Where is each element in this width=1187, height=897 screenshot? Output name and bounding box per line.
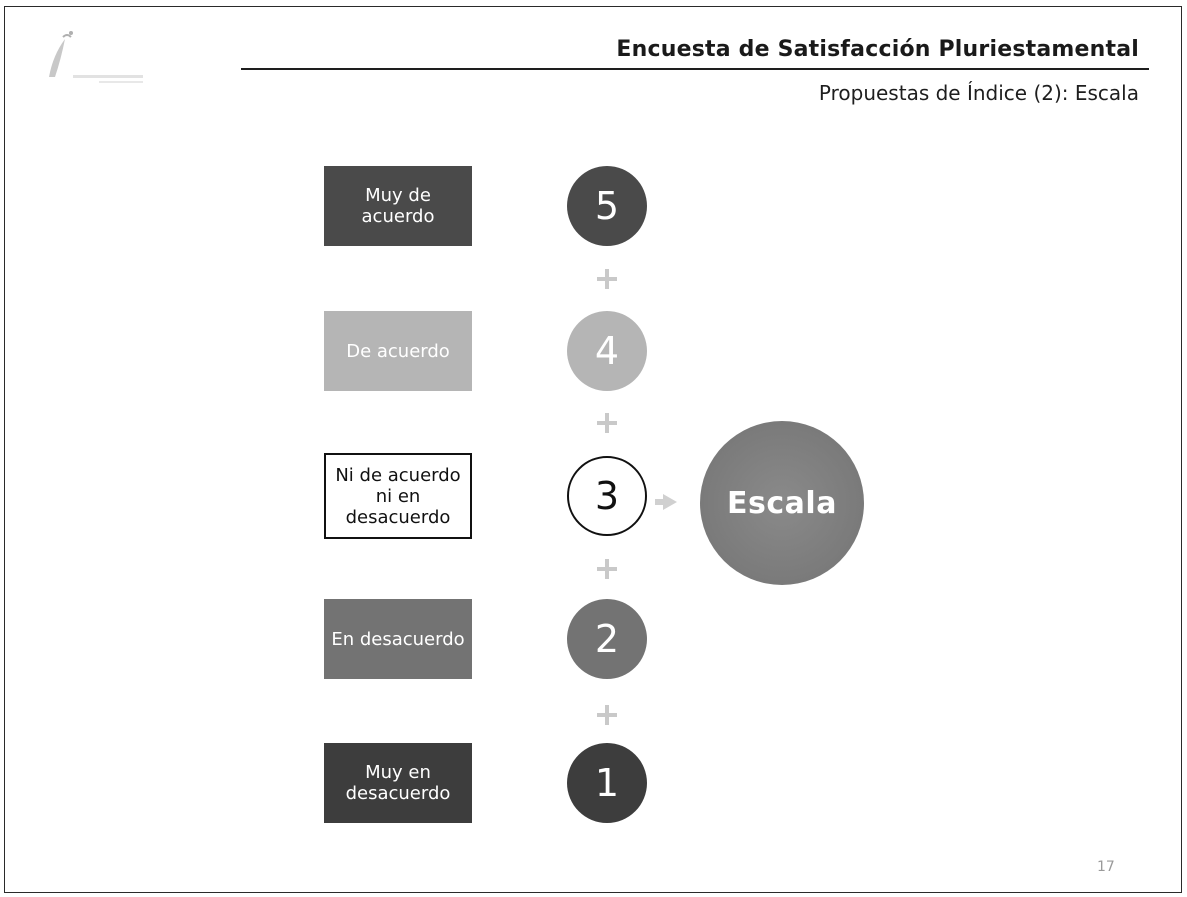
scale-label-1: Muy en desacuerdo — [324, 743, 472, 823]
arrow-stem — [655, 499, 665, 505]
scale-circle-5: 5 — [567, 166, 647, 246]
scale-circle-3: 3 — [567, 456, 647, 536]
page-subtitle: Propuestas de Índice (2): Escala — [818, 81, 1139, 105]
page-title: Encuesta de Satisfacción Pluriestamental — [616, 37, 1139, 62]
scale-label-4-line-1: De acuerdo — [346, 340, 450, 362]
scale-label-5-line-1: Muy de — [365, 185, 431, 206]
scale-label-5-line-2: acuerdo — [361, 206, 435, 227]
scale-label-2: En desacuerdo — [324, 599, 472, 679]
scale-label-4: De acuerdo — [324, 311, 472, 391]
page-number: 17 — [1097, 859, 1115, 875]
scale-circle-2: 2 — [567, 599, 647, 679]
scale-label-3-line-2: ni en — [375, 485, 421, 507]
plus-icon — [597, 559, 617, 579]
result-circle: Escala — [700, 421, 864, 585]
scale-label-3-line-1: Ni de acuerdo — [335, 464, 461, 486]
scale-circle-1: 1 — [567, 743, 647, 823]
scale-label-1-line-2: desacuerdo — [345, 783, 451, 804]
scale-label-2-line-1: En desacuerdo — [331, 628, 465, 650]
slide: Encuesta de Satisfacción Pluriestamental… — [4, 6, 1182, 893]
plus-icon — [597, 413, 617, 433]
arrow-right-icon — [663, 494, 677, 510]
scale-label-1-line-1: Muy en — [365, 762, 431, 783]
title-divider — [241, 68, 1149, 70]
scale-label-3-line-3: desacuerdo — [345, 506, 451, 528]
scale-label-5: Muy de acuerdo — [324, 166, 472, 246]
logo-icon — [49, 31, 143, 83]
scale-circle-4: 4 — [567, 311, 647, 391]
plus-icon — [597, 705, 617, 725]
plus-icon — [597, 269, 617, 289]
scale-label-3: Ni de acuerdo ni en desacuerdo — [324, 453, 472, 539]
